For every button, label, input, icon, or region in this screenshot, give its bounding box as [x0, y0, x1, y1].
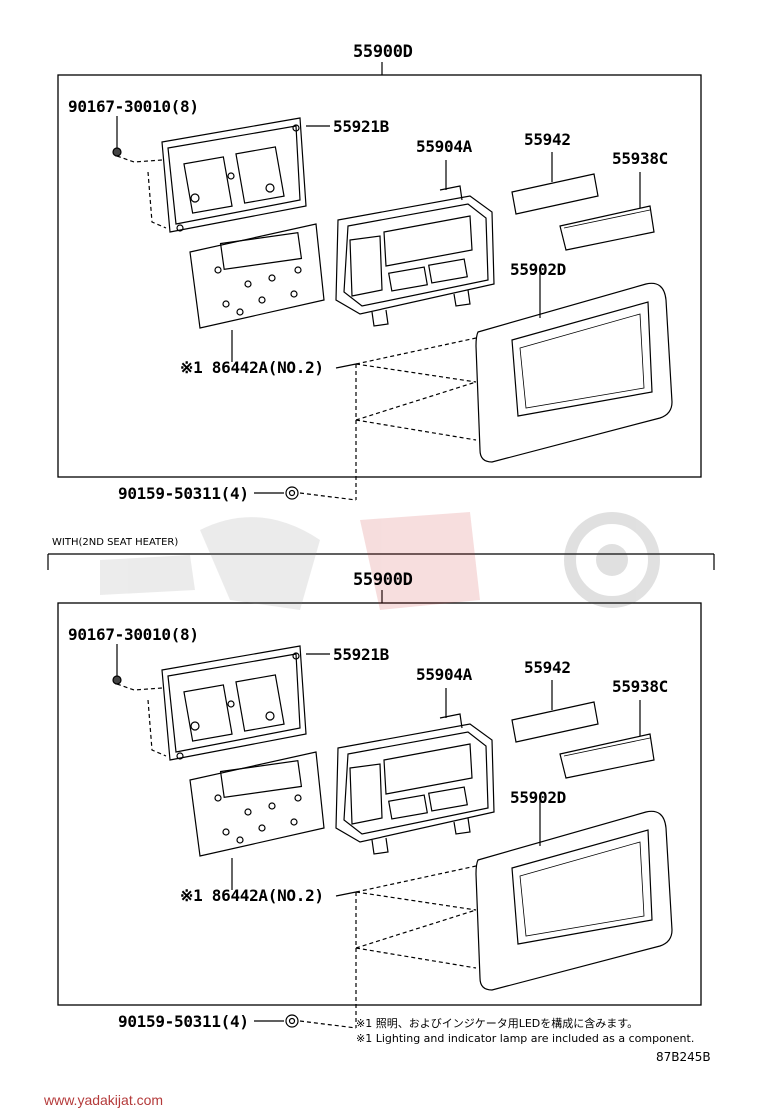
watermark-url: www.yadakijat.com [44, 1092, 164, 1108]
panel-part-number: 55902D [510, 788, 566, 807]
board-part-number: ※1 86442A(NO.2) [180, 886, 324, 905]
bolt-part-number: 90159-50311(4) [118, 484, 249, 503]
panel-part-number: 55902D [510, 260, 566, 279]
control-part-number: 55904A [416, 137, 472, 156]
bracket-part-number: 55921B [333, 117, 389, 136]
label-plate-part-number: 55942 [524, 658, 571, 677]
screw-part-number: 90167-30010(8) [68, 625, 199, 644]
cover-part-number: 55938C [612, 149, 668, 168]
bolt-part-number: 90159-50311(4) [118, 1012, 249, 1031]
assembly-part-number: 55900D [353, 570, 413, 590]
control-part-number: 55904A [416, 665, 472, 684]
label-plate-part-number: 55942 [524, 130, 571, 149]
note-japanese: ※1 照明、およびインジケータ用LEDを構成に含みます。 [356, 1017, 639, 1030]
assembly-part-number: 55900D [353, 42, 413, 62]
note-english: ※1 Lighting and indicator lamp are inclu… [356, 1032, 695, 1045]
cover-part-number: 55938C [612, 677, 668, 696]
figure-code: 87B245B [656, 1050, 711, 1064]
watermark-logo [100, 512, 660, 610]
screw-part-number: 90167-30010(8) [68, 97, 199, 116]
bracket-part-number: 55921B [333, 645, 389, 664]
board-part-number: ※1 86442A(NO.2) [180, 358, 324, 377]
section-label: WITH(2ND SEAT HEATER) [52, 537, 179, 548]
